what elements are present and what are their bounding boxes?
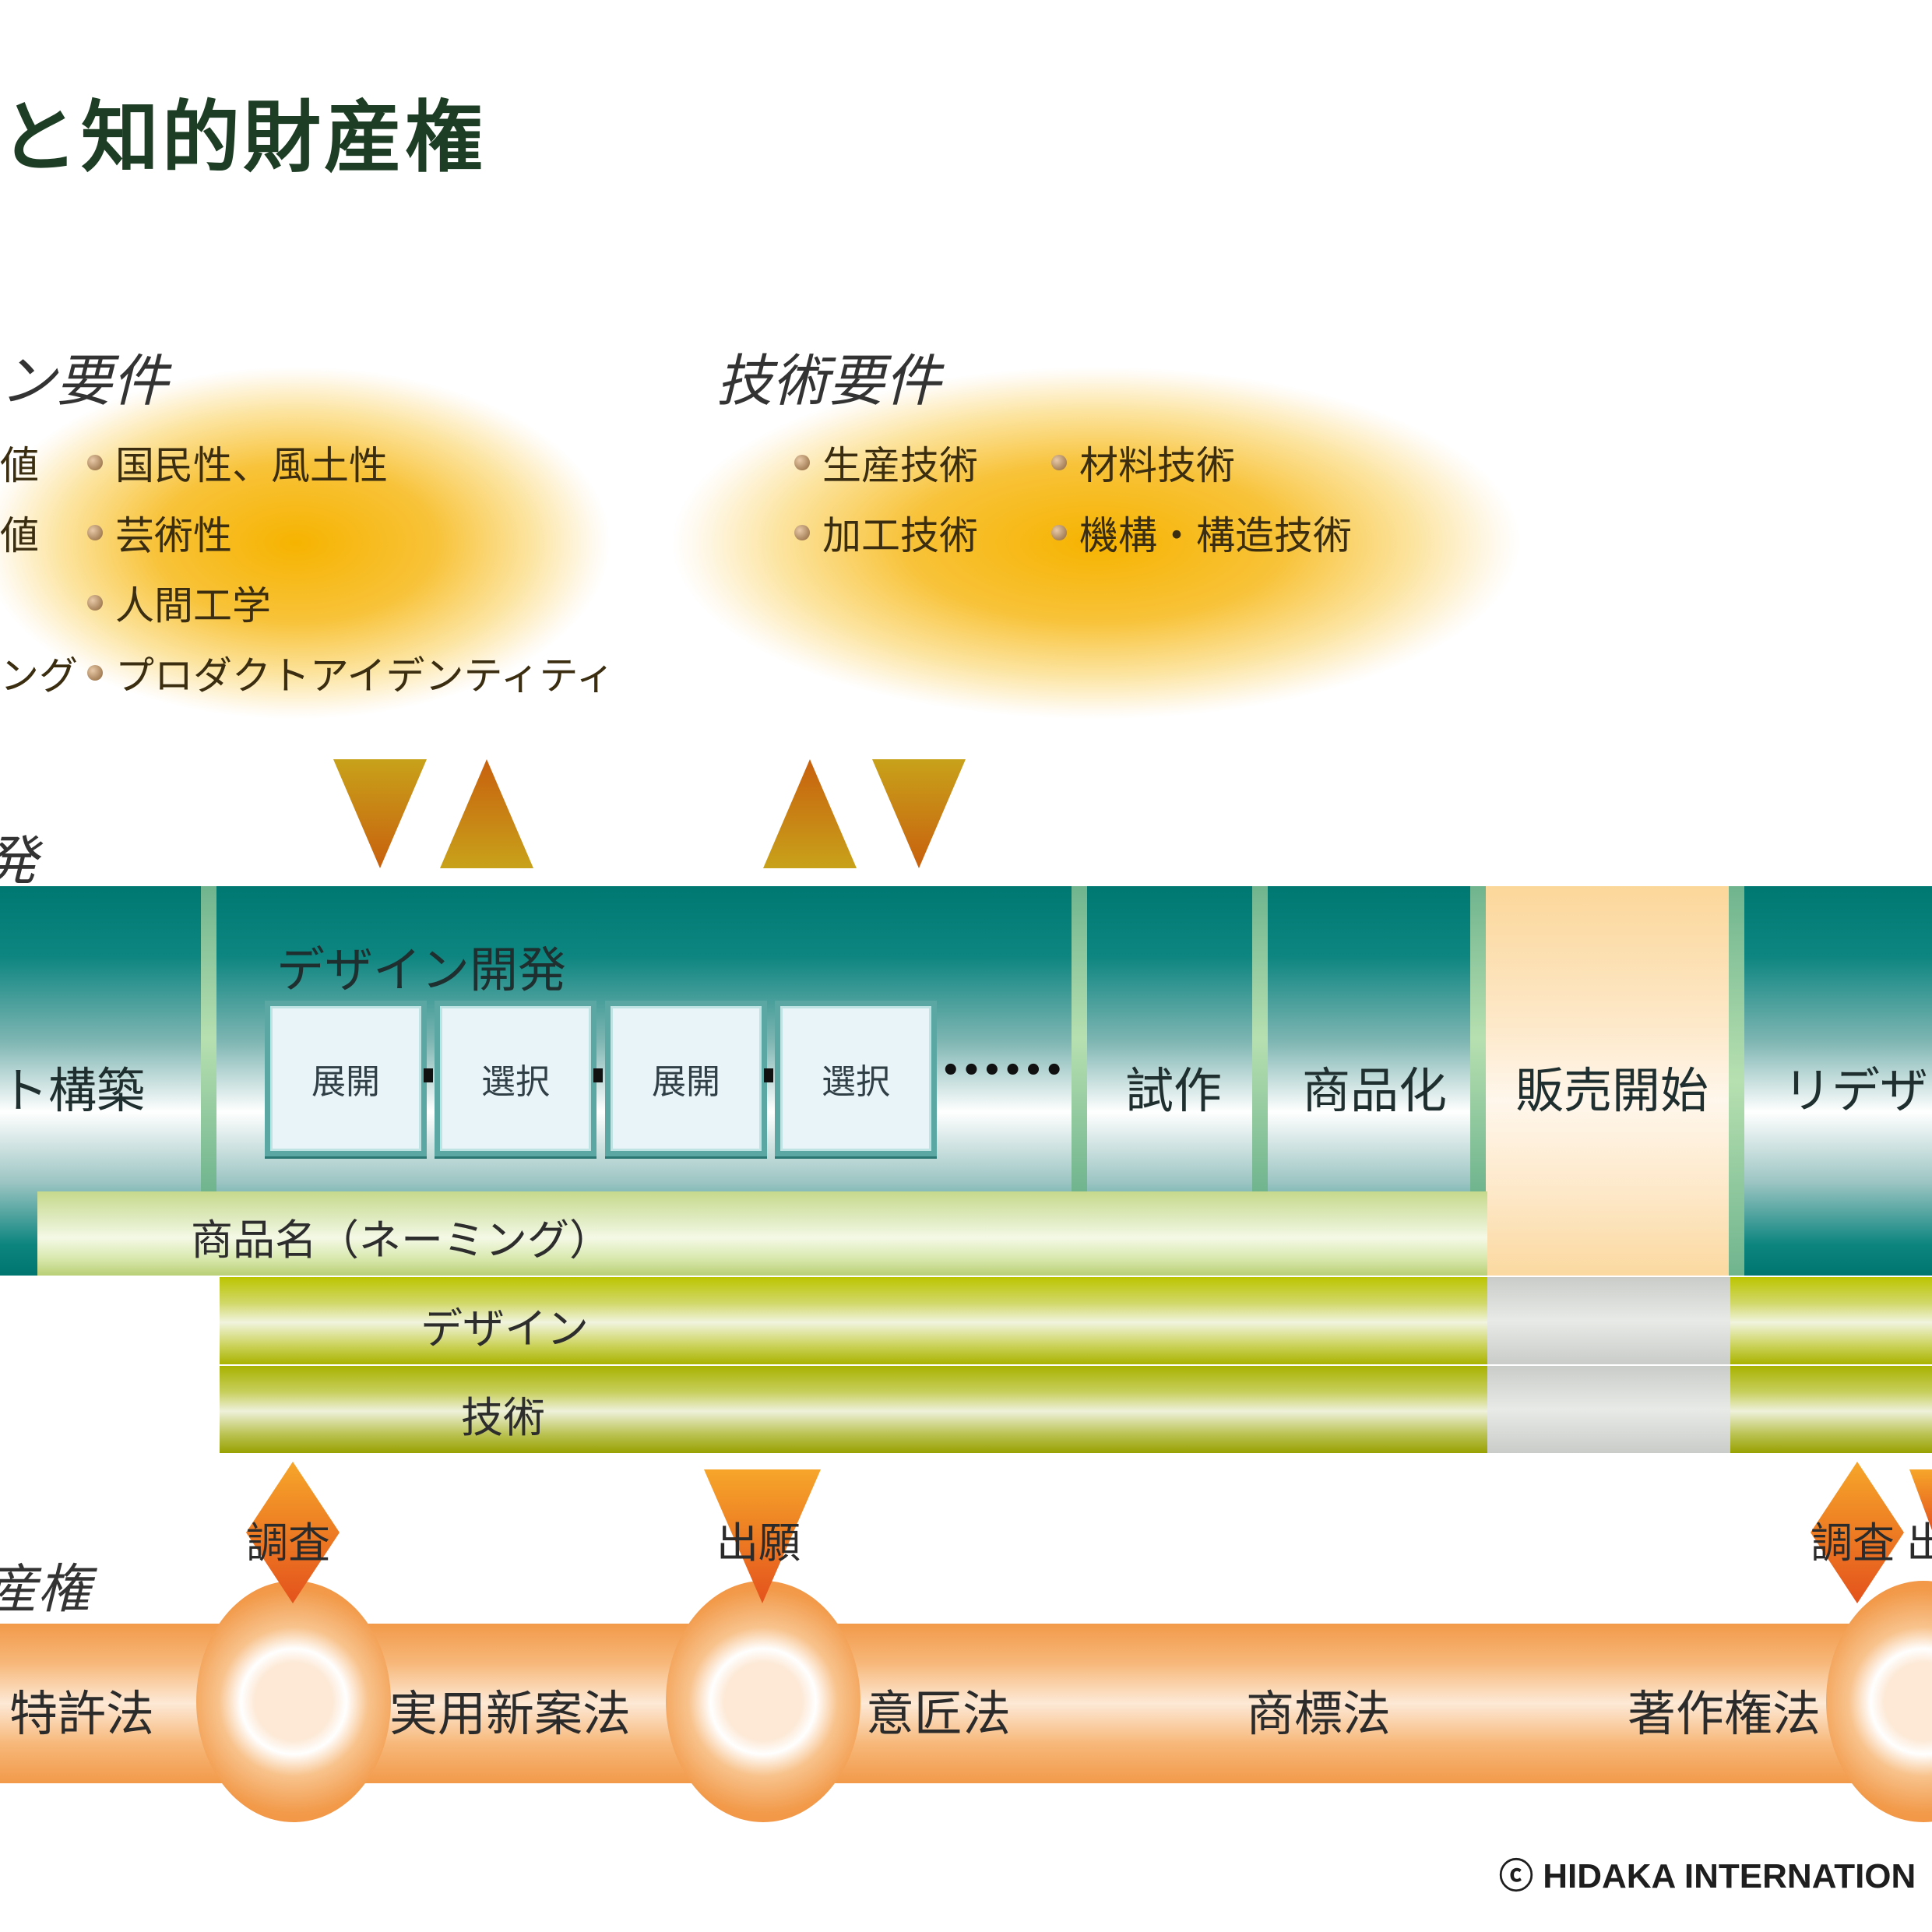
law-node <box>666 1581 860 1822</box>
design-req-label: 国民性、風土性 <box>115 443 388 488</box>
design-req-label: 人間工学 <box>115 583 271 628</box>
design-requirements-heading: ン要件 <box>0 348 169 413</box>
copyright-notice: ⓒ HIDAKA INTERNATION <box>1499 1857 1916 1895</box>
phase-prototype: 試作 <box>1125 1062 1223 1119</box>
tech-req-item: 材料技術 <box>1051 435 1235 491</box>
filing-triangle-icon <box>704 1469 821 1603</box>
tech-requirements-heading: 技術要件 <box>716 348 941 413</box>
design-req-item: プロダクトアイデンティティ <box>87 645 615 701</box>
tech-requirements-box <box>654 288 1538 751</box>
law-design: 意匠法 <box>866 1685 1012 1742</box>
design-req-item: 芸術性 <box>87 505 232 561</box>
arrow-up-icon <box>440 759 533 868</box>
law-copyright: 著作権法 <box>1628 1685 1821 1742</box>
filing-triangle-icon <box>1909 1469 1932 1530</box>
step-select: 選択 <box>775 1001 937 1156</box>
design-bar-label: デザイン <box>421 1304 589 1353</box>
phase-separator <box>1470 886 1486 1191</box>
step-connector <box>764 1068 773 1082</box>
step-expand: 展開 <box>265 1001 427 1156</box>
tech-req-item: 機構・構造技術 <box>1051 505 1352 561</box>
bullet-icon <box>87 525 103 540</box>
ip-markers <box>246 1462 1932 1603</box>
phase-separator <box>1729 886 1744 1276</box>
design-bar-gap <box>1487 1277 1730 1364</box>
law-utility-model: 実用新案法 <box>389 1685 632 1742</box>
tech-req-item: 生産技術 <box>794 435 978 491</box>
bullet-icon <box>87 595 103 611</box>
survey-diamond-icon <box>246 1462 340 1603</box>
tech-req-label: 生産技術 <box>822 443 978 488</box>
law-node <box>196 1581 391 1822</box>
filing-label-2: 出 <box>1906 1519 1932 1568</box>
design-req-left-1: 値 <box>0 443 39 488</box>
design-requirements-box <box>0 288 623 751</box>
survey-diamond-icon <box>1811 1462 1904 1603</box>
design-req-item: 人間工学 <box>87 575 271 631</box>
development-label: 発 <box>0 818 37 895</box>
step-select: 選択 <box>435 1001 596 1156</box>
phase-design-development: デザイン開発 <box>276 941 567 998</box>
page-title: と知的財産権 <box>0 92 486 183</box>
phase-redesign: リデザイ <box>1783 1062 1932 1119</box>
naming-bar <box>37 1191 1487 1276</box>
arrow-down-icon <box>872 759 966 868</box>
bullet-icon <box>1051 525 1067 540</box>
technology-bar-label: 技術 <box>461 1393 545 1442</box>
ip-label: 産権 <box>0 1559 91 1621</box>
survey-label: 調査 <box>246 1519 330 1568</box>
law-patent: 特許法 <box>9 1685 155 1742</box>
bullet-icon <box>87 665 103 681</box>
survey-label-2: 調査 <box>1811 1519 1895 1568</box>
phase-separator <box>1252 886 1268 1191</box>
phase-commercialization: 商品化 <box>1302 1062 1448 1119</box>
step-connector <box>424 1068 433 1082</box>
phase-concept: ト構築 <box>0 1062 146 1119</box>
step-expand: 展開 <box>605 1001 767 1156</box>
tech-req-label: 加工技術 <box>822 513 978 558</box>
tech-req-item: 加工技術 <box>794 505 978 561</box>
design-req-item: 国民性、風土性 <box>87 435 388 491</box>
design-req-label: 芸術性 <box>115 513 232 558</box>
phase-separator <box>201 886 216 1191</box>
bullet-icon <box>794 455 810 470</box>
tech-req-label: 材料技術 <box>1079 443 1235 488</box>
bullet-icon <box>87 455 103 470</box>
arrow-down-icon <box>333 759 427 868</box>
design-req-label: プロダクトアイデンティティ <box>115 653 615 699</box>
bullet-icon <box>794 525 810 540</box>
phase-separator <box>1072 886 1087 1191</box>
filing-label: 出願 <box>716 1519 801 1568</box>
law-node <box>1826 1581 1932 1822</box>
phase-sales-start: 販売開始 <box>1515 1062 1709 1119</box>
bullet-icon <box>1051 455 1067 470</box>
design-req-left-2: 値 <box>0 513 39 558</box>
tech-req-label: 機構・構造技術 <box>1079 513 1352 558</box>
technology-bar-gap <box>1487 1366 1730 1453</box>
arrow-up-icon <box>763 759 857 868</box>
law-trademark: 商標法 <box>1246 1685 1392 1742</box>
steps-ellipsis: •••••• <box>941 1053 1065 1089</box>
sales-start-column <box>1486 886 1729 1276</box>
step-connector <box>593 1068 603 1082</box>
design-req-left-4: ング <box>0 653 78 699</box>
naming-bar-label: 商品名（ネーミング） <box>191 1216 611 1265</box>
flow-arrows <box>333 759 966 868</box>
